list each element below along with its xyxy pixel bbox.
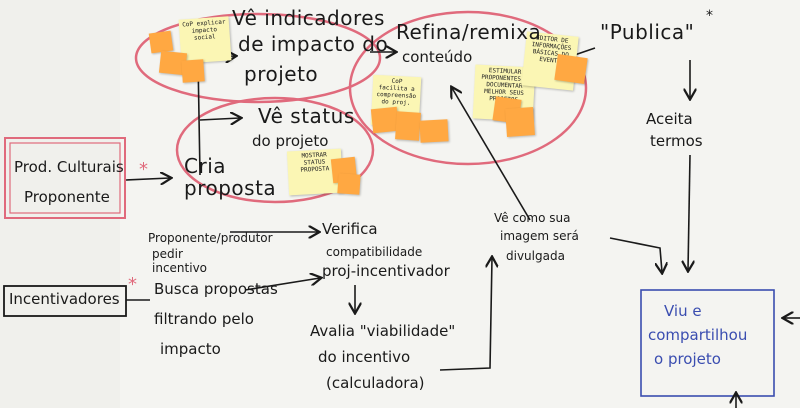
label-viu-e: Viu e <box>664 302 702 320</box>
bubble-status <box>175 96 375 204</box>
label-projeto-1: projeto <box>244 62 319 86</box>
bubble-refina <box>348 10 588 166</box>
label-ve-como: Vê como sua <box>494 211 571 225</box>
label-impacto: impacto <box>160 340 221 358</box>
orange-note <box>505 107 535 137</box>
box-prod-culturais <box>4 137 126 219</box>
box-incentivadores <box>3 285 127 317</box>
box-viu <box>640 289 775 397</box>
orange-note <box>419 119 449 143</box>
label-pedir: pedir <box>152 247 183 261</box>
label-prod-culturais: Prod. Culturais <box>14 158 124 176</box>
label-compartilhou: compartilhou <box>648 326 748 344</box>
orange-note <box>181 59 205 83</box>
label-ve-status: Vê status <box>258 104 355 128</box>
label-compatibilidade: compatibilidade <box>326 245 423 259</box>
label-do-incentivo: do incentivo <box>318 348 411 366</box>
label-ve-indicadores: Vê indicadores <box>232 6 385 30</box>
svg-text:*: * <box>128 274 137 295</box>
label-avalia: Avalia "viabilidade" <box>310 322 456 340</box>
label-do-projeto: do projeto <box>252 132 329 150</box>
orange-note <box>395 111 421 141</box>
svg-text:*: * <box>706 8 713 24</box>
label-de-impacto: de impacto do <box>238 32 389 56</box>
label-incentivo: incentivo <box>152 261 208 275</box>
orange-note <box>337 173 361 195</box>
label-verifica: Verifica <box>322 220 378 238</box>
label-busca: Busca propostas <box>154 280 278 298</box>
label-divulgada: divulgada <box>506 249 565 263</box>
label-cria: Cria <box>184 154 226 178</box>
label-proponente: Proponente <box>24 188 110 206</box>
label-proposta: proposta <box>184 176 277 200</box>
label-refina: Refina/remixa <box>396 20 542 44</box>
orange-note <box>554 54 588 84</box>
label-termos: termos <box>650 132 703 150</box>
svg-text:*: * <box>139 159 148 180</box>
label-publica: "Publica" <box>600 20 695 44</box>
label-o-projeto: o projeto <box>654 350 721 368</box>
label-proj-incentivador: proj-incentivador <box>322 262 450 280</box>
label-imagem: imagem será <box>500 229 579 243</box>
bubble-indicadores <box>134 12 382 104</box>
label-proponente-produtor: Proponente/produtor <box>148 231 273 245</box>
label-filtrando: filtrando pelo <box>154 310 254 328</box>
label-calculadora: (calculadora) <box>326 374 425 392</box>
label-incentivadores: Incentivadores <box>9 290 120 308</box>
label-conteudo: conteúdo <box>402 48 473 66</box>
label-aceita: Aceita <box>646 110 693 128</box>
